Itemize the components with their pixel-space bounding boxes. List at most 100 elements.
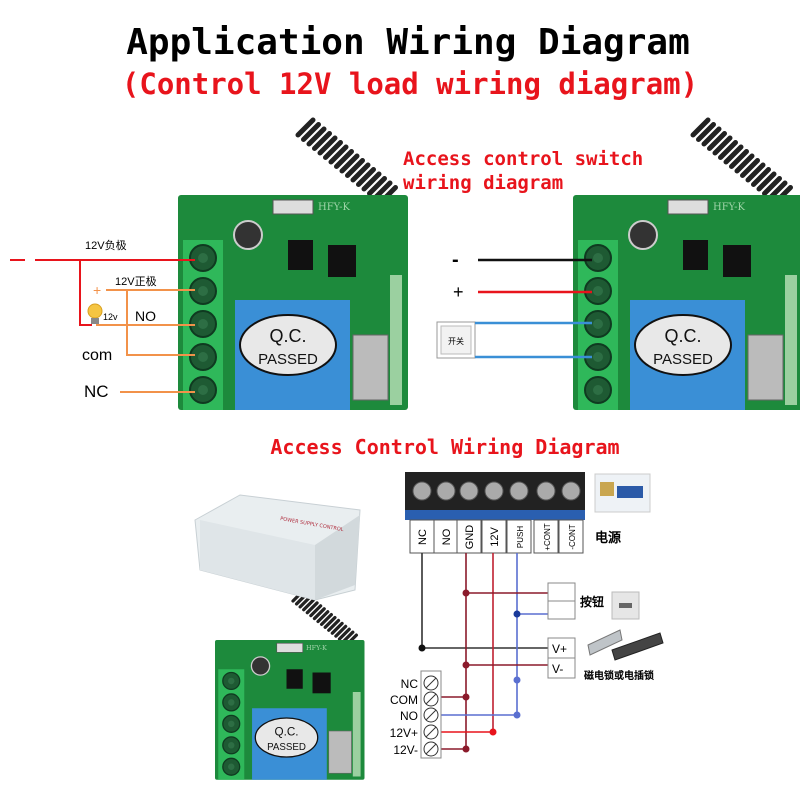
power-terminal-label: 12V — [489, 527, 501, 547]
antenna-coil — [317, 135, 338, 156]
junction-dot — [513, 676, 521, 684]
lock-vminus-label: V- — [552, 662, 563, 676]
minus-sign: - — [452, 249, 459, 271]
plus-sign: + — [453, 282, 464, 302]
page-title: Application Wiring Diagram — [126, 22, 690, 63]
antenna-coil — [734, 153, 755, 174]
terminal-cell — [558, 519, 584, 554]
terminal-screw-head — [228, 677, 235, 685]
switch-wiring: Access control switch wiring diagram - +… — [403, 148, 643, 359]
exit-button-icon — [611, 591, 640, 620]
relay-module-access: Q.C. PASSED HFY-K — [215, 589, 365, 780]
terminal-cell — [481, 519, 507, 554]
junction-dot — [462, 589, 470, 597]
junction-dot — [418, 644, 426, 652]
antenna-coil — [312, 607, 326, 621]
bulb-icon — [87, 303, 103, 324]
lock-terminal-vminus — [547, 657, 576, 679]
receiver-board — [352, 692, 361, 777]
antenna-coil — [756, 171, 777, 192]
terminal-screw-head — [593, 286, 603, 296]
access-wires — [418, 553, 548, 753]
terminal-block-strip — [405, 510, 585, 520]
chip — [286, 669, 303, 689]
antenna-coil — [309, 604, 323, 618]
antenna-icon — [690, 117, 793, 205]
board-text: HFY-K — [306, 644, 327, 652]
junction-dot — [462, 693, 470, 701]
switch-label: 开关 — [448, 336, 464, 346]
terminal-screw-head — [228, 720, 235, 728]
antenna-coil — [312, 131, 332, 151]
relay-text-passed: PASSED — [267, 742, 306, 753]
board-text: HFY-K — [318, 202, 351, 213]
antenna-coil — [345, 158, 365, 178]
antenna-coil — [319, 613, 333, 627]
power-supply-box: POWER SUPPLY CONTROL — [194, 494, 361, 601]
terminal-screw — [509, 481, 529, 501]
terminal-screw-head — [593, 385, 603, 395]
lock-label: 磁电锁或电插锁 — [584, 669, 654, 682]
terminal-screw — [436, 481, 456, 501]
antenna-coil — [701, 126, 722, 147]
antenna-coil — [323, 140, 343, 160]
antenna-coil — [305, 601, 319, 615]
antenna-coil — [334, 149, 354, 169]
lock-vplus-label: V+ — [552, 642, 567, 656]
terminal-screw-head — [593, 319, 603, 329]
chip — [683, 240, 708, 270]
button-component — [276, 642, 304, 653]
capacitor — [250, 656, 271, 676]
power-supply-image — [594, 473, 651, 513]
chip — [328, 245, 356, 277]
terminal-screw-head — [228, 742, 235, 749]
terminal-screw-head — [198, 319, 208, 329]
antenna-coil — [350, 162, 371, 183]
antenna-coil — [316, 610, 330, 624]
junction-dot — [462, 661, 470, 669]
nc-label: NC — [84, 382, 109, 401]
antenna-coil — [696, 122, 716, 142]
antenna-coil — [707, 131, 727, 151]
power-terminal-label: NO — [441, 528, 453, 545]
terminal-screw-head — [198, 286, 208, 296]
junction-dot — [513, 610, 521, 618]
pos-label: 12V正极 — [115, 274, 157, 288]
terminal-screw-head — [593, 253, 603, 263]
terminal-screw-head — [228, 763, 235, 770]
junction-dot — [513, 711, 521, 719]
terminal-screw — [484, 481, 504, 501]
chip — [288, 240, 313, 270]
nc-wire — [421, 553, 548, 649]
antenna-coil — [334, 624, 348, 638]
antenna-coil — [330, 621, 344, 635]
terminal-screw-head — [198, 385, 208, 395]
antenna-coil — [295, 117, 316, 138]
terminal-screw-slot — [425, 693, 437, 705]
relay-text-qc: Q.C. — [664, 326, 701, 346]
terminal-screw-slot — [425, 726, 437, 738]
button-component — [667, 199, 709, 215]
receiver-board — [390, 275, 402, 405]
relay-text-qc: Q.C. — [274, 726, 298, 739]
module-terminal-label: NC — [401, 677, 419, 691]
antenna-coil — [762, 176, 782, 196]
terminal-screw-head — [228, 699, 235, 706]
module-terminal-label: NO — [400, 709, 418, 723]
module-terminal-label: 12V- — [393, 743, 418, 757]
com-wire — [126, 290, 195, 356]
antenna-coil — [740, 158, 760, 178]
power-terminal-label: -CONT — [568, 524, 577, 549]
terminal-screw-slot — [425, 709, 437, 721]
relay-qc-label — [239, 314, 337, 376]
antenna-coil — [718, 140, 738, 160]
no-label: NO — [135, 308, 156, 324]
antenna-coil — [302, 598, 316, 612]
crystal — [328, 730, 352, 774]
switch-diagram-title-2: wiring diagram — [403, 172, 563, 194]
antenna-coil — [751, 167, 771, 187]
chip — [723, 245, 751, 277]
power-terminal-label: NC — [417, 529, 429, 545]
load-wiring: 12V负极 + 12V正极 12v NO com NC — [10, 238, 195, 401]
